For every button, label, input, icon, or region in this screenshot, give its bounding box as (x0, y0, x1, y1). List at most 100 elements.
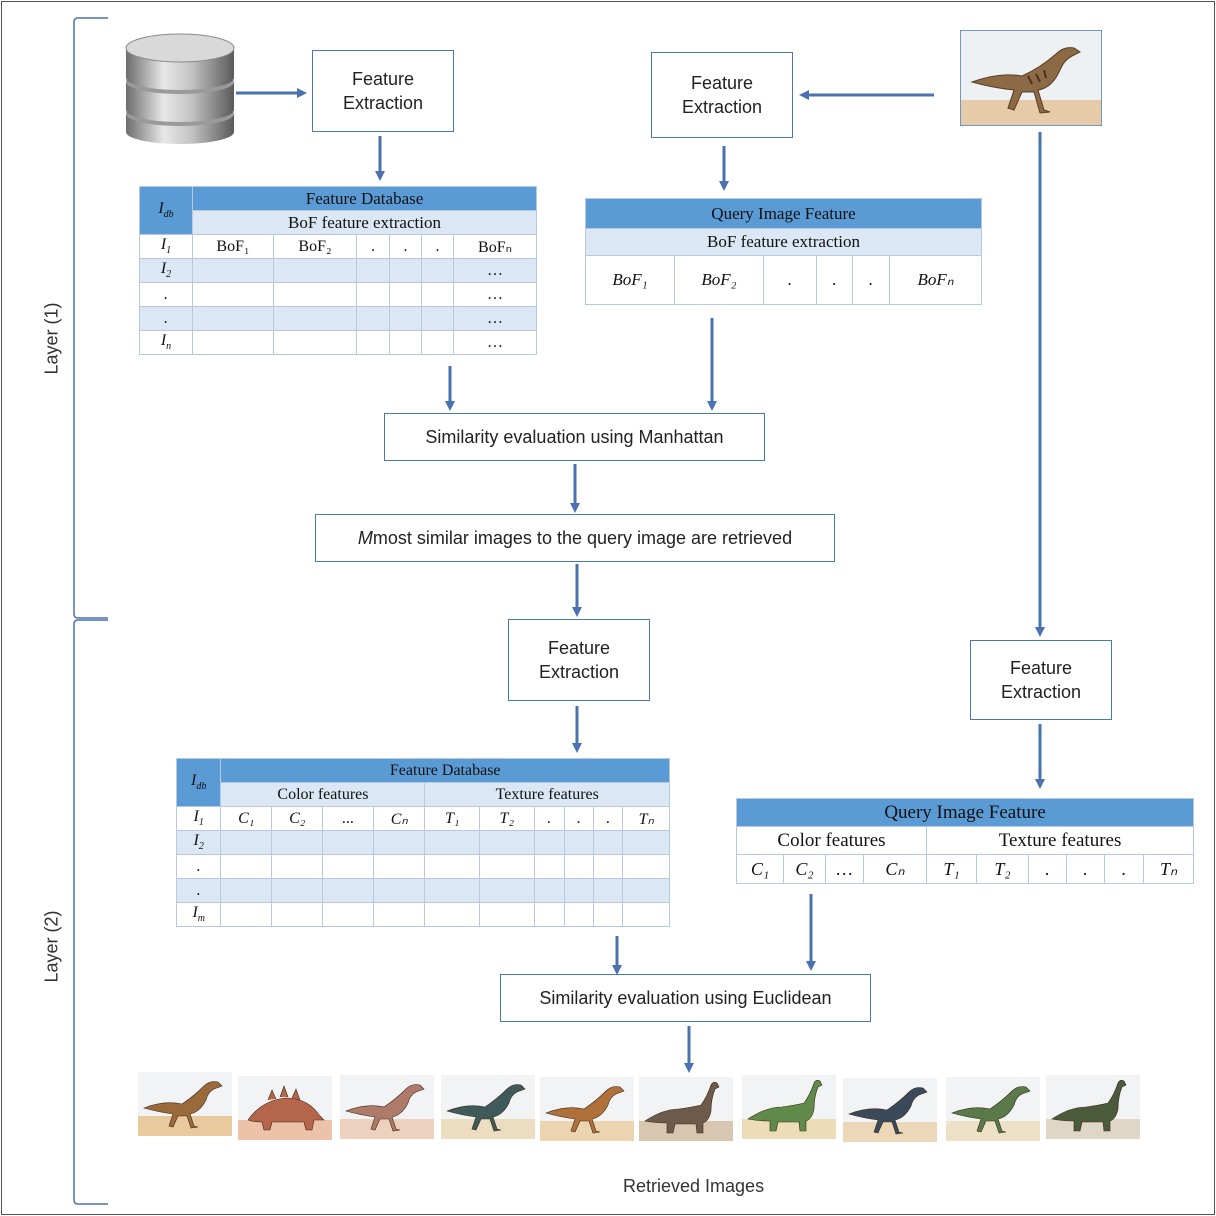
top-m-text: most similar images to the query image a… (372, 528, 793, 548)
feature-extraction-query2-box: Feature Extraction (970, 640, 1112, 720)
row-id: . (175, 854, 222, 879)
table-cell: . (533, 806, 565, 831)
table-cell: ... (322, 806, 374, 831)
table-cell: Tₙ (622, 806, 670, 831)
table-cell: … (825, 854, 864, 884)
table-cell (533, 854, 565, 879)
table-row: Im (175, 902, 670, 927)
table-title: Query Image Feature (735, 798, 1195, 827)
table-cell (593, 854, 624, 879)
table-row: In… (139, 330, 538, 355)
table-cell (270, 854, 324, 879)
similarity-manhattan-box: Similarity evaluation using Manhattan (384, 413, 765, 461)
table-cell: Cₙ (863, 854, 927, 884)
row-id: Im (175, 902, 222, 927)
table-cell: … (452, 330, 538, 355)
table-cell: . (356, 234, 390, 259)
table-cell (424, 830, 481, 855)
table-cell: C₁ (736, 854, 784, 884)
table-cell (192, 330, 274, 355)
table-cell (533, 878, 565, 903)
table-cell (356, 330, 390, 355)
query-dinosaur-image (960, 30, 1102, 126)
layer2-label: Layer (2) (41, 910, 62, 983)
table-cell: BoF₁ (192, 234, 274, 259)
table-cell: Tₙ (1142, 854, 1195, 884)
table-cell (593, 830, 624, 855)
table-title: Feature Database (191, 186, 538, 211)
table-subtitle: BoF feature extraction (191, 210, 538, 235)
table-cell: C₁ (220, 806, 272, 831)
table-cell (389, 258, 422, 283)
table-cell (622, 830, 670, 855)
table-cell: BoF₂ (674, 255, 764, 305)
table-cell: . (563, 806, 595, 831)
table-cell (192, 282, 274, 307)
retrieved-images-caption: Retrieved Images (623, 1176, 765, 1196)
layer1-label: Layer (1) (41, 302, 62, 375)
feature-database-table-1: Idb Feature Database BoF feature extract… (139, 186, 538, 355)
table-row: I2 (175, 830, 670, 855)
table-cell (372, 878, 426, 903)
table-subtitle: BoF feature extraction (584, 228, 983, 256)
table-cell: . (852, 255, 890, 305)
row-id: . (139, 282, 193, 307)
row-id: . (175, 878, 222, 903)
row-id: . (139, 306, 193, 331)
table-cell: T₁ (424, 806, 481, 831)
table-title: Feature Database (220, 758, 670, 783)
retrieved-dinosaur-image (946, 1077, 1040, 1141)
row-id: I2 (175, 830, 222, 855)
feature-database-table-2: Idb Feature Database Color features Text… (175, 758, 670, 927)
table-cell (389, 306, 422, 331)
row-id: I2 (139, 258, 193, 283)
table-row: I2 … (139, 258, 538, 283)
table-cell (273, 282, 357, 307)
table-cell: BoF₁ (585, 255, 675, 305)
table-cell: T₂ (976, 854, 1029, 884)
table-cell (356, 258, 390, 283)
table-cell (479, 854, 535, 879)
table-cell (322, 830, 374, 855)
table-cell (220, 854, 272, 879)
color-features-label: Color features (736, 826, 927, 855)
table-cell (322, 854, 374, 879)
table-cell (192, 258, 274, 283)
table-cell (563, 854, 595, 879)
table-cell (593, 902, 624, 927)
texture-features-label: Texture features (424, 782, 670, 807)
table-cell (479, 878, 535, 903)
retrieved-dinosaur-image (843, 1078, 937, 1142)
table-cell (533, 902, 565, 927)
table-cell (273, 258, 357, 283)
row-id: I1 (175, 806, 222, 831)
top-m-italic: M (357, 528, 373, 548)
table-cell: . (763, 255, 817, 305)
query-feature-table-2: Query Image Feature Color features Textu… (735, 798, 1195, 884)
table-cell (356, 306, 390, 331)
table-cell: T₁ (926, 854, 977, 884)
layer1-bracket (73, 17, 108, 619)
retrieved-dinosaur-image (639, 1077, 733, 1141)
table-row: . (175, 878, 670, 903)
table-cell (220, 878, 272, 903)
table-cell (273, 330, 357, 355)
table-cell (424, 878, 481, 903)
table-cell (421, 306, 454, 331)
table-cell (270, 878, 324, 903)
table-cell (421, 258, 454, 283)
table-cell (563, 878, 595, 903)
table-cell (372, 830, 426, 855)
row-id: I1 (139, 234, 193, 259)
table-cell (270, 902, 324, 927)
table-cell (322, 902, 374, 927)
table-cell: … (452, 258, 538, 283)
table-cell (322, 878, 374, 903)
table-cell: C₂ (270, 806, 324, 831)
table-cell: . (816, 255, 853, 305)
table-row: .… (139, 306, 538, 331)
